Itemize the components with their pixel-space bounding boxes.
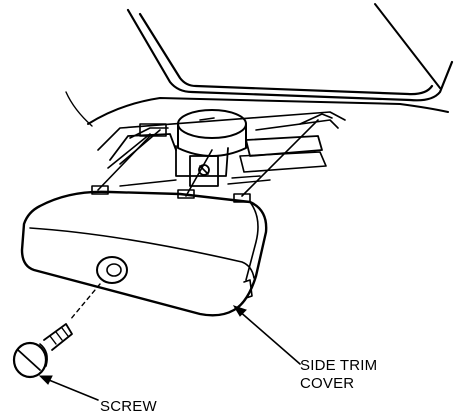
leader-screw [38,375,99,401]
label-side-trim-cover-line2: COVER [300,375,354,392]
latch-mechanism [97,109,339,197]
side-trim-cover [20,185,268,317]
screw [12,283,101,379]
dash-panel [65,3,454,151]
leader-side-trim-cover [232,305,301,365]
label-side-trim-cover-line1: SIDE TRIM [300,357,377,374]
label-screw: SCREW [100,398,157,415]
